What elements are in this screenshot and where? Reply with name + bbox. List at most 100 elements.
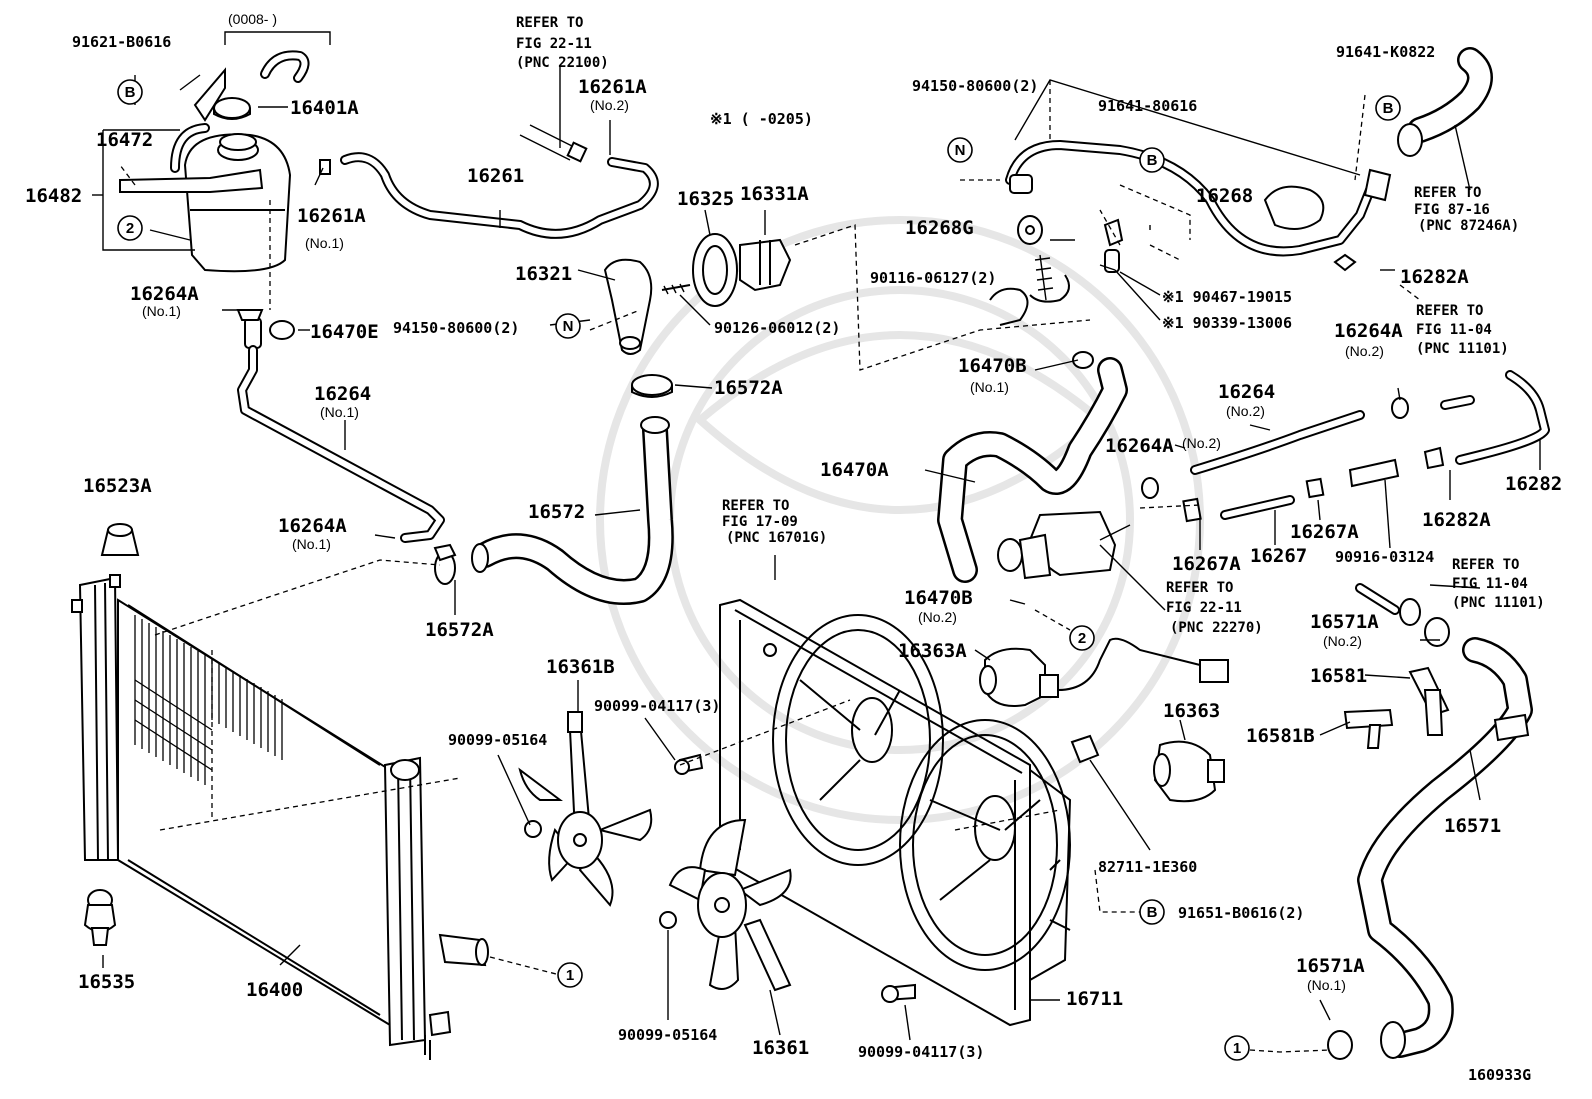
reservoir-group: [119, 50, 310, 273]
relay-82711: [1070, 734, 1100, 764]
callout-1-2: 1: [1224, 1035, 1250, 1061]
label-16261A-2: 16261A: [578, 76, 647, 98]
label-16261A-1: 16261A: [297, 205, 366, 227]
label-16267: 16267: [1250, 545, 1307, 567]
label-16470B-2: 16470B: [904, 587, 973, 609]
hose-16572: [433, 416, 674, 605]
label-16264-2: 16264: [1218, 381, 1275, 403]
label-90099-04117-bottom: 90099-04117(3): [858, 1043, 984, 1061]
callout-B-1: B: [117, 79, 143, 105]
label-16268G: 16268G: [905, 217, 974, 239]
label-16535: 16535: [78, 971, 135, 993]
ref1-line2: FIG 22-11: [516, 36, 592, 52]
radiator-16400: [71, 574, 489, 1060]
reservoir-tube: [236, 309, 445, 543]
label-16282A-bottom: 16282A: [1422, 509, 1491, 531]
thermostat-group: [603, 233, 792, 398]
label-16267A-right: 16267A: [1290, 521, 1359, 543]
label-16264A-1b: 16264A: [278, 515, 347, 537]
label-90339: ※1 90339-13006: [1162, 314, 1292, 332]
label-16470E: 16470E: [310, 321, 379, 343]
label-16264A-2a: 16264A: [1334, 320, 1403, 342]
leader-lines: [92, 65, 1541, 1053]
mount-16523A: [100, 523, 140, 556]
label-90099-05164-top: 90099-05164: [448, 731, 547, 749]
fan-16361B: [518, 711, 653, 907]
label-16282: 16282: [1505, 473, 1562, 495]
label-16470A: 16470A: [820, 459, 889, 481]
label-16363A: 16363A: [898, 640, 967, 662]
diagram-id: 160933G: [1468, 1066, 1531, 1084]
fan-motor-16363A: [979, 637, 1229, 707]
label-91641-80616: 91641-80616: [1098, 97, 1197, 115]
label-16572A-bottom: 16572A: [425, 619, 494, 641]
svg-text:1: 1: [566, 967, 574, 984]
ref6-line1: REFER TO: [1452, 557, 1519, 573]
fan-16361: [668, 818, 792, 992]
label-16470B-2-sub: (No.2): [918, 609, 957, 625]
ref2-line2: FIG 17-09: [722, 514, 798, 530]
ref5-line3: (PNC 22270): [1170, 620, 1263, 636]
callout-N-2: N: [947, 137, 973, 163]
svg-text:1: 1: [1233, 1040, 1241, 1057]
ref3-line1: REFER TO: [1414, 185, 1481, 201]
hose-16571: [1357, 637, 1533, 1059]
label-90916: 90916-03124: [1335, 548, 1434, 566]
date-bracket: [224, 31, 331, 45]
callout-B-2: B: [1139, 147, 1165, 173]
ref1-line1: REFER TO: [516, 15, 583, 31]
label-91651: 91651-B0616(2): [1178, 904, 1304, 922]
svg-text:B: B: [1383, 100, 1394, 117]
label-16472: 16472: [96, 129, 153, 151]
label-16264-2-sub: (No.2): [1226, 403, 1265, 419]
label-16268: 16268: [1196, 185, 1253, 207]
svg-text:N: N: [955, 142, 966, 159]
label-16482: 16482: [25, 185, 82, 207]
callout-2-2: 2: [1069, 625, 1095, 651]
bracket-16581: [1408, 666, 1450, 736]
ref4-line2: FIG 11-04: [1416, 322, 1492, 338]
label-16264-1-sub: (No.1): [320, 404, 359, 420]
label-16400: 16400: [246, 979, 303, 1001]
label-94150-left: 94150-80600(2): [393, 319, 519, 337]
part-labels: 91621-B0616 (0008- ) 16401A 16472 16482 …: [25, 11, 1562, 1084]
hose-k0822: [1397, 47, 1493, 157]
label-91641-K0822: 91641-K0822: [1336, 43, 1435, 61]
fan-shroud-16711: [719, 598, 1072, 1027]
ref5-line1: REFER TO: [1166, 580, 1233, 596]
label-16363: 16363: [1163, 700, 1220, 722]
label-82711: 82711-1E360: [1098, 858, 1197, 876]
ref4-line3: (PNC 11101): [1416, 341, 1509, 357]
label-94150-right: 94150-80600(2): [912, 77, 1038, 95]
pipe-fig11: [1355, 583, 1450, 647]
label-16711: 16711: [1066, 988, 1123, 1010]
hose-16267: [1141, 458, 1400, 523]
label-90467: ※1 90467-19015: [1162, 288, 1292, 306]
label-90099-05164-bottom: 90099-05164: [618, 1026, 717, 1044]
svg-text:2: 2: [1078, 630, 1086, 647]
label-16261A-2-sub: (No.2): [590, 97, 629, 113]
label-16264A-2a-sub: (No.2): [1345, 343, 1384, 359]
ref2-line1: REFER TO: [722, 498, 789, 514]
fan-motor-16363: [1153, 740, 1225, 803]
label-16267A-left: 16267A: [1172, 553, 1241, 575]
label-16325: 16325: [677, 188, 734, 210]
bolts: [524, 753, 916, 1003]
label-91621: 91621-B0616: [72, 33, 171, 51]
label-16264A-1a-sub: (No.1): [142, 303, 181, 319]
svg-text:B: B: [125, 84, 136, 101]
label-16264A-1a: 16264A: [130, 283, 199, 305]
svg-text:B: B: [1147, 904, 1158, 921]
ref6-line3: (PNC 11101): [1452, 595, 1545, 611]
label-16321: 16321: [515, 263, 572, 285]
svg-text:2: 2: [126, 220, 134, 237]
label-16264A-2b: 16264A: [1105, 435, 1174, 457]
label-16571: 16571: [1444, 815, 1501, 837]
hose-16264-no2: [1190, 395, 1475, 475]
callout-B-4: B: [1139, 899, 1165, 925]
label-16282A-top: 16282A: [1400, 266, 1469, 288]
label-90126: 90126-06012(2): [714, 319, 840, 337]
label-16261A-1-sub: (No.1): [305, 235, 344, 251]
label-16401A: 16401A: [290, 97, 359, 119]
